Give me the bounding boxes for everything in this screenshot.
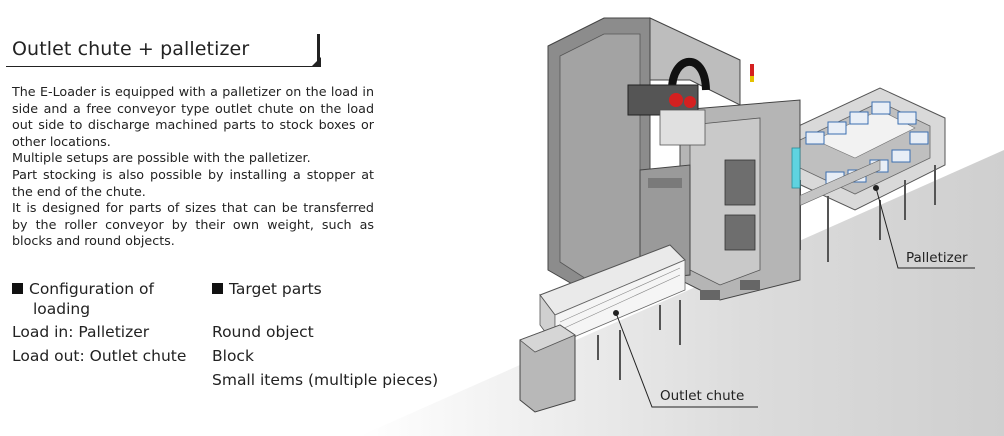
description-paragraph: Part stocking is also possible by instal…: [12, 166, 374, 199]
title-frame: Outlet chute + palletizer: [6, 34, 321, 67]
outlet-chute-illustration: [519, 244, 686, 413]
target-item: Round object: [212, 323, 314, 341]
target-item: Small items (multiple pieces): [212, 371, 439, 389]
target-heading: Target parts: [212, 279, 322, 299]
square-bullet-icon: [212, 283, 223, 294]
square-bullet-icon: [12, 283, 23, 294]
palletizer-callout: Palletizer: [906, 250, 968, 266]
description-paragraph: Multiple setups are possible with the pa…: [12, 150, 311, 166]
description-paragraph: It is designed for parts of sizes that c…: [12, 200, 374, 249]
description: The E-Loader is equipped with a palletiz…: [12, 84, 374, 250]
palletizer-illustration: [789, 87, 946, 262]
load-in-text: Load in: Palletizer: [12, 323, 150, 341]
page-title: Outlet chute + palletizer: [12, 38, 250, 60]
callout-leaders: [613, 185, 975, 408]
description-paragraph: The E-Loader is equipped with a palletiz…: [12, 84, 374, 149]
config-heading: Configuration of loading: [12, 279, 154, 319]
target-item: Block: [212, 347, 254, 365]
e-loader-machine: [547, 17, 801, 301]
outlet-chute-callout: Outlet chute: [660, 388, 745, 404]
load-out-text: Load out: Outlet chute: [12, 347, 187, 365]
